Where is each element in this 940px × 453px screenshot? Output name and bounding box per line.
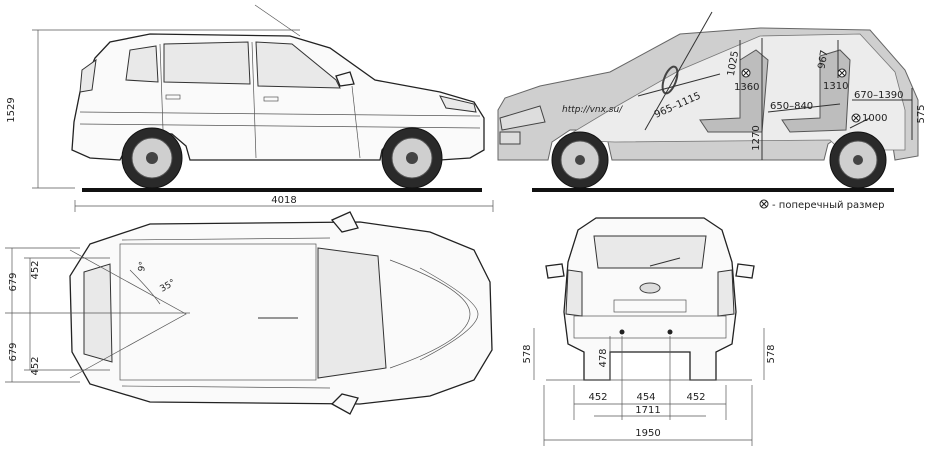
cutaway-rear-headroom-label: 967 [816,49,830,70]
side-taillight [79,58,97,93]
rear-window [593,235,707,269]
side-length-label: 4018 [271,195,296,206]
cutaway-cross-marker-cargo [851,113,861,123]
cutaway-rear-wheel [829,131,887,189]
cutaway-watermark: http://vnx.su/ [562,105,623,115]
rear-mirror-right [735,263,755,279]
cutaway-front-shoulder-label: 1360 [734,82,759,93]
cutaway-legend: - поперечный размер [759,199,885,211]
rear-opening-height-label: 478 [598,348,609,367]
top-car-body [69,221,493,405]
cutaway-front-seat [699,49,769,133]
top-angle-1-label: 9° [137,261,149,273]
rear-track-center-label: 454 [636,392,655,403]
rear-track-right-label: 452 [686,392,705,403]
rear-taillight-left [565,269,583,317]
legend-label: - поперечный размер [772,200,885,211]
rear-track-left-label: 452 [588,392,607,403]
cutaway-rear-legroom-label: 650–840 [770,101,813,112]
rear-ground-clearance-left-label: 578 [522,344,533,363]
cutaway-grille [499,131,521,145]
cutaway-view: http://vnx.su/ 1025 1360 965–1115 650–84… [497,11,927,211]
rear-overall-width-label: 1950 [635,428,660,439]
rear-track-width-label: 1711 [635,405,660,416]
side-rear-wheel [121,127,183,189]
cutaway-front-headroom-label: 1025 [726,50,741,77]
top-half-width-lower-label: 679 [8,342,19,361]
side-rear-window [125,45,159,83]
top-half-width-upper-label: 679 [8,272,19,291]
cutaway-cross-marker-rear [837,68,847,78]
cutaway-cross-marker-front [741,68,751,78]
cutaway-steering-wheel [661,65,679,95]
cutaway-rear-seat [781,49,851,133]
rear-mirror-left [545,263,565,279]
top-windshield [317,247,387,379]
cutaway-cargo-length-label: 670–1390 [854,90,904,101]
cutaway-cargo-height-label: 575 [916,104,927,123]
rear-bumper [573,315,727,339]
side-height-label: 1529 [6,97,17,122]
rear-ground-clearance-right-label: 578 [766,344,777,363]
side-mirror [335,71,355,87]
side-front-door-window [255,41,341,89]
cutaway-cargo-width-label: 1000 [862,113,887,124]
side-headlight [439,95,477,113]
cutaway-rear-shoulder-label: 1310 [823,81,848,92]
top-roof [119,243,317,381]
rear-badge [639,282,661,294]
top-view: 679 452 679 452 9° 35° [5,211,493,415]
cutaway-front-wheel [551,131,609,189]
cutaway-seat-height-label: 1270 [751,125,762,150]
top-inner-upper-label: 452 [30,260,41,279]
rear-plate [613,299,687,313]
rear-view: 578 478 578 452 454 452 1711 1950 [522,217,777,446]
rear-taillight-right [717,269,735,317]
top-mirror-left [330,211,359,233]
side-rear-door-window [163,41,251,85]
side-view: 1529 [6,4,494,212]
top-mirror-right [330,393,359,415]
side-front-wheel [381,127,443,189]
top-inner-lower-label: 452 [30,356,41,375]
cutaway-headlight [499,105,546,131]
